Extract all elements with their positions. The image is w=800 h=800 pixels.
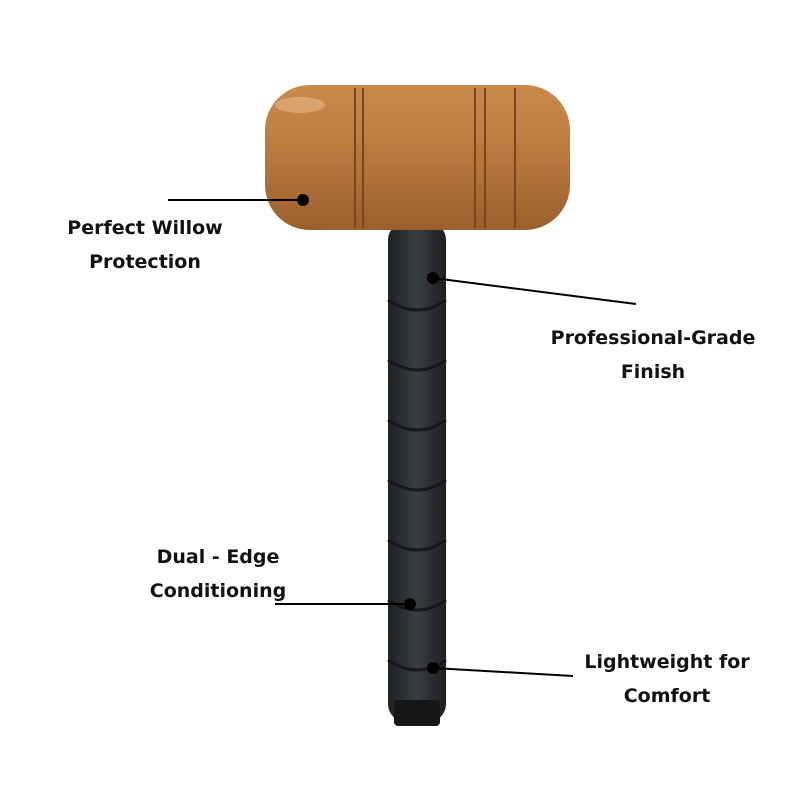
callout-text-line: Lightweight for [584, 651, 750, 673]
callout-dot-3 [404, 598, 416, 610]
callout-text-line: Comfort [623, 685, 711, 707]
callout-label-lightweight: Lightweight for Comfort [584, 645, 749, 713]
callout-line-4 [432, 667, 574, 677]
callout-text-line: Dual - Edge [156, 546, 280, 568]
callout-line-2 [432, 277, 637, 305]
callout-text-line: Perfect Willow [67, 217, 223, 239]
callout-text-line: Conditioning [149, 580, 287, 602]
callout-text-line: Professional-Grade [550, 327, 756, 349]
callout-text-line: Protection [89, 251, 201, 273]
callout-dot-4 [427, 662, 439, 674]
callout-label-conditioning: Dual - Edge Conditioning [150, 540, 286, 608]
mallet-head [265, 85, 570, 230]
callout-dot-1 [297, 194, 309, 206]
callout-dot-2 [427, 272, 439, 284]
callout-text-line: Finish [620, 361, 686, 383]
callout-label-finish: Professional-Grade Finish [551, 321, 756, 389]
callout-label-willow-protection: Perfect Willow Protection [67, 211, 222, 279]
mallet-handle [387, 222, 447, 726]
